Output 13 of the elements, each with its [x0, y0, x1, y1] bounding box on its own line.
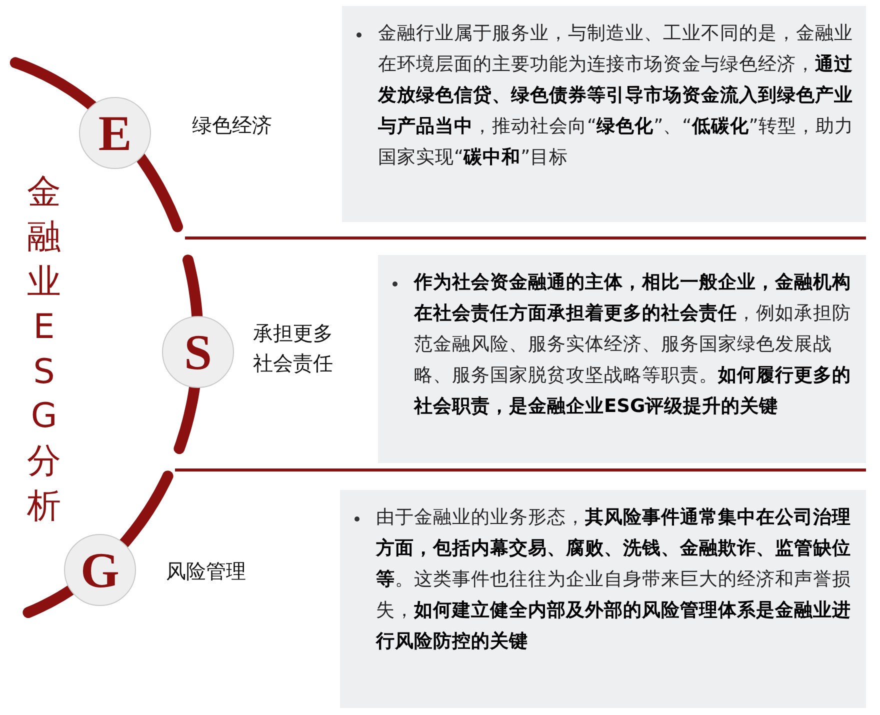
- bullet-paragraph: 由于金融业的业务形态，其风险事件通常集中在公司治理方面，包括内幕交易、腐败、洗钱、金融欺诈、监管缺位等。这类事件也往往为企业自身带来巨大的经济和声誉损失，如何建立健全内部及外部的风险管理体系是金融业进行风险防控的关键: [376, 506, 852, 654]
- letter-circle: S: [162, 316, 234, 388]
- text-panel: [340, 490, 866, 708]
- node-label: 绿色经济: [192, 112, 273, 139]
- letter-circle: E: [79, 97, 151, 169]
- letter-circle: G: [64, 534, 136, 606]
- node-label: 承担更多社会责任: [253, 320, 334, 377]
- text-panel: [342, 6, 866, 222]
- node-label: 风险管理: [166, 558, 247, 585]
- vertical-title: 金融业ESG分析: [27, 171, 61, 528]
- bullet-paragraph: 作为社会资金融通的主体，相比一般企业，金融机构在社会责任方面承担着更多的社会责任，例如承担防范金融风险、服务实体经济、服务国家绿色发展战略、服务国家脱贫攻坚战略等职责。如何履行更多的社会职责，是金融企业ESG评级提升的关键: [414, 270, 852, 419]
- bullet-paragraph: 金融行业属于服务业，与制造业、工业不同的是，金融业在环境层面的主要功能为连接市场资金与绿色经济，通过发放绿色信贷、绿色债券等引导市场资金流入到绿色产业与产品当中，推动社会向“绿色化”、“低碳化”转型，助力国家实现“碳中和”目标: [378, 22, 854, 170]
- text-panel: [378, 255, 866, 463]
